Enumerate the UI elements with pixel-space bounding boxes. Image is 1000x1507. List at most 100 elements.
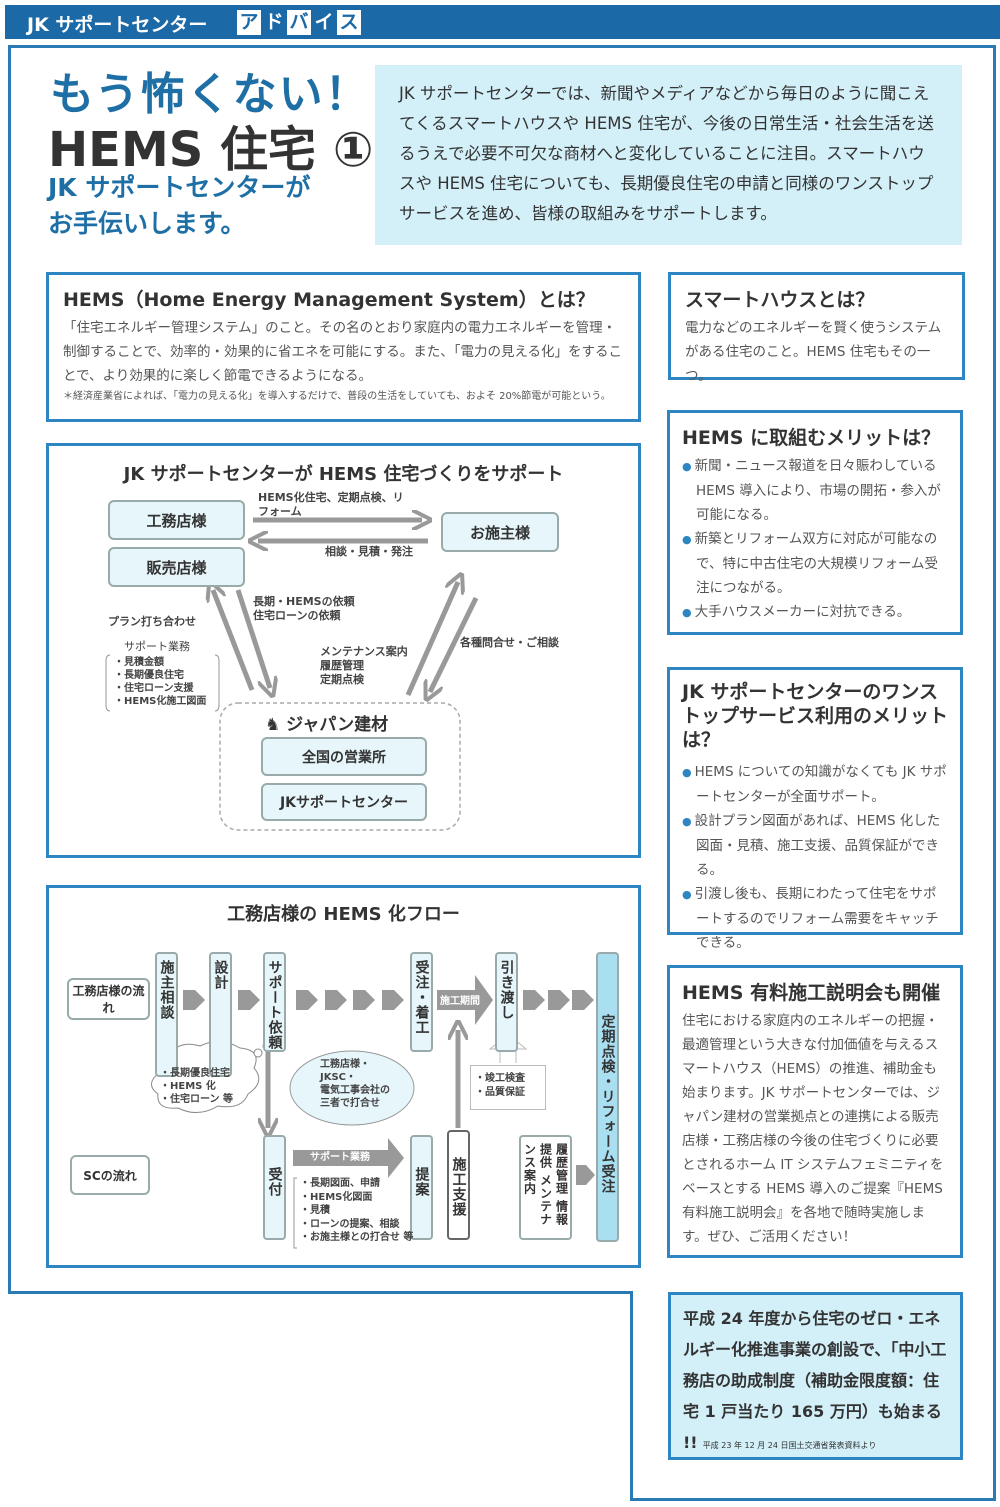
support-task: ・ローンの提案、相談 <box>300 1218 400 1230</box>
meeting-line: 電気工事会社の <box>320 1085 390 1096</box>
support-task: ・見積 <box>300 1205 330 1216</box>
arrow-plan-up <box>213 590 255 691</box>
diagram1-title: JK サポートセンターが HEMS 住宅づくりをサポート <box>123 464 564 485</box>
chevrons <box>183 975 595 1185</box>
onestop-title: JK サポートセンターのワンストップサービス利用のメリットは？ <box>682 681 949 751</box>
step-order: 受注・着工 <box>410 952 433 1052</box>
meeting-line: 三者で打合せ <box>320 1098 380 1109</box>
merit-item: 大手ハウスメーカーに対抗できる。 <box>682 600 948 625</box>
smarthouse-box: スマートハウスとは？ 電力などのエネルギーを賢く使うシステムがある住宅のこと。H… <box>668 272 965 384</box>
hems-note: ＊経済産業省によれば、「電力の見える化」を導入するだけで、普段の生活をしていても… <box>63 391 611 402</box>
step-final: 定期点検・リフォーム受注 <box>596 952 619 1242</box>
hero-tagline: JK サポートセンターがお手伝いします。 <box>48 170 310 242</box>
node-seshu: お施主様 <box>441 512 559 552</box>
company-label: ジャパン建材 <box>286 715 389 735</box>
lane-builder: 工務店様の流れ <box>67 978 150 1020</box>
step-construction-support: 施工支援 <box>447 1130 470 1240</box>
seminar-title: HEMS 有料施工説明会も開催 <box>682 982 941 1004</box>
inspection-item: ・竣工検査 <box>475 1073 525 1084</box>
onestop-item: 引渡し後も、長期にわたって住宅をサポートするのでリフォーム需要をキャッチできる。 <box>682 882 948 955</box>
advice-char: ス <box>337 10 361 35</box>
cloud-item: ・住宅ローン 等 <box>160 1094 233 1105</box>
node-office: 全国の営業所 <box>261 737 427 776</box>
label-consult: 相談・見積・発注 <box>325 545 413 558</box>
label-services: HEMS化住宅、定期点検、リフォーム <box>258 491 404 518</box>
label-inquiry: 各種問合せ・ご相談 <box>460 636 559 649</box>
support-item: ・住宅ローン支援 <box>114 683 194 694</box>
lane-sc: SCの流れ <box>70 1155 150 1195</box>
advice-label: アドバイス <box>237 10 361 35</box>
hero-title: もう怖くない！ <box>50 69 371 120</box>
support-item: ・見積金額 <box>114 657 164 668</box>
merit-item: 新聞・ニュース報道を日々賑わしている HEMS 導入により、市場の開拓・参入が可… <box>682 454 948 527</box>
onestop-box: JK サポートセンターのワンストップサービス利用のメリットは？ HEMS につい… <box>667 667 963 951</box>
subsidy-box: 平成 24 年度から住宅のゼロ・エネルギー化推進事業の創設で、「中小工務店の助成… <box>668 1292 963 1460</box>
node-jksc: JKサポートセンター <box>261 783 427 821</box>
step-maintenance: 履歴管理 情報提供 メンテナンス案内 <box>519 1135 572 1240</box>
hems-body: 「住宅エネルギー管理システム」のこと。その名のとおり家庭内の電力エネルギーを管理… <box>63 320 623 384</box>
step-proposal: 提案 <box>410 1135 433 1240</box>
company-name: ♞ ジャパン建材 <box>265 710 388 735</box>
maint-2: 履歴管理 <box>320 659 364 672</box>
advice-char: バ <box>287 10 311 35</box>
tagline-2: お手伝いします。 <box>48 209 246 238</box>
diagram2-title: 工務店様の HEMS 化フロー <box>227 904 460 925</box>
inspection-box: ・竣工検査・品質保証 <box>470 1065 546 1110</box>
arrow-request-down <box>235 589 270 688</box>
smarthouse-body: 電力などのエネルギーを賢く使うシステムがある住宅のこと。HEMS 住宅もその一つ… <box>685 320 942 384</box>
cloud-item: ・長期優良住宅 <box>160 1068 230 1079</box>
advice-char: イ <box>314 11 334 33</box>
cloud-list: ・長期優良住宅・HEMS 化・住宅ローン 等 <box>160 1067 233 1106</box>
maint-1: メンテナンス案内 <box>320 645 408 658</box>
hems-title: HEMS（Home Energy Management System）とは？ <box>63 289 595 311</box>
support-arrow-label: サポート業務 <box>310 1152 370 1163</box>
support-title: サポート業務 <box>124 640 190 653</box>
header-title: JK サポートセンター <box>27 14 208 36</box>
inspection-item: ・品質保証 <box>475 1087 525 1098</box>
meeting-line: JKSC・ <box>320 1072 357 1083</box>
subsidy-source: 平成 23 年 12 月 24 日国土交通省発表資料より <box>702 1441 877 1450</box>
arrow-inquiry-down <box>430 596 479 692</box>
onestop-item: HEMS についての知識がなくても JK サポートセンターが全面サポート。 <box>682 760 948 809</box>
hero-subtitle: HEMS 住宅 ① <box>48 122 374 178</box>
request-1: 長期・HEMSの依頼 <box>253 595 355 608</box>
step-reception: 受付 <box>263 1135 286 1240</box>
advice-char: ア <box>237 10 261 35</box>
request-2: 住宅ローンの依頼 <box>253 609 341 622</box>
support-task-list: ・長期図面、申請・HEMS化図面・見積・ローンの提案、相談・お施主様との打合せ … <box>300 1177 413 1245</box>
maint-3: 定期点検 <box>320 673 364 686</box>
support-item: ・HEMS化施工図面 <box>114 696 207 707</box>
merit-title: HEMS に取組むメリットは？ <box>682 427 941 449</box>
merit-item: 新築とリフォーム双方に対応が可能なので、特に中古住宅の大規模リフォーム受注につな… <box>682 527 948 600</box>
header-bar: JK サポートセンター アドバイス <box>5 5 1000 39</box>
step-handover: 引き渡し <box>495 952 518 1052</box>
support-item: ・長期優良住宅 <box>114 670 184 681</box>
label-request: 長期・HEMSの依頼住宅ローンの依頼 <box>253 595 355 623</box>
company-logo-icon: ♞ <box>265 715 287 735</box>
smarthouse-title: スマートハウスとは？ <box>685 289 875 311</box>
support-bracket <box>105 654 220 712</box>
step-consult: 施主相談 <box>155 952 178 1077</box>
meeting-line: 工務店様・ <box>320 1059 370 1070</box>
seminar-box: HEMS 有料施工説明会も開催 住宅における家庭内のエネルギーの把握・最適管理と… <box>667 965 963 1258</box>
onestop-item: 設計プラン図面があれば、HEMS 化した図面・見積、施工支援、品質保証ができる。 <box>682 809 948 882</box>
period-label: 施工期間 <box>440 996 480 1007</box>
hems-definition-box: HEMS（Home Energy Management System）とは？ 「… <box>46 272 641 422</box>
support-task: ・HEMS化図面 <box>300 1191 373 1203</box>
node-koumuten: 工務店様 <box>108 500 245 540</box>
arrow-maint-up <box>405 582 458 697</box>
cloud-item: ・HEMS 化 <box>160 1081 216 1092</box>
tagline-1: JK サポートセンターが <box>48 173 311 202</box>
company-group-box <box>219 702 461 831</box>
support-task: ・長期図面、申請 <box>300 1178 380 1189</box>
page-frame <box>8 45 996 1294</box>
advice-char: ド <box>264 11 284 33</box>
seminar-body: 住宅における家庭内のエネルギーの把握・最適管理という大きな付加価値を与えるスマー… <box>682 1013 944 1245</box>
meeting-text: 工務店様・ JKSC・電気工事会社の三者で打合せ <box>320 1058 390 1110</box>
page-frame-extension <box>630 1291 996 1501</box>
step-design: 設計 <box>209 952 232 1077</box>
support-list: ・見積金額・長期優良住宅・住宅ローン支援・HEMS化施工図面 <box>114 656 206 708</box>
meeting-ellipse <box>289 1050 415 1126</box>
node-hanbaiten: 販売店様 <box>108 547 245 587</box>
